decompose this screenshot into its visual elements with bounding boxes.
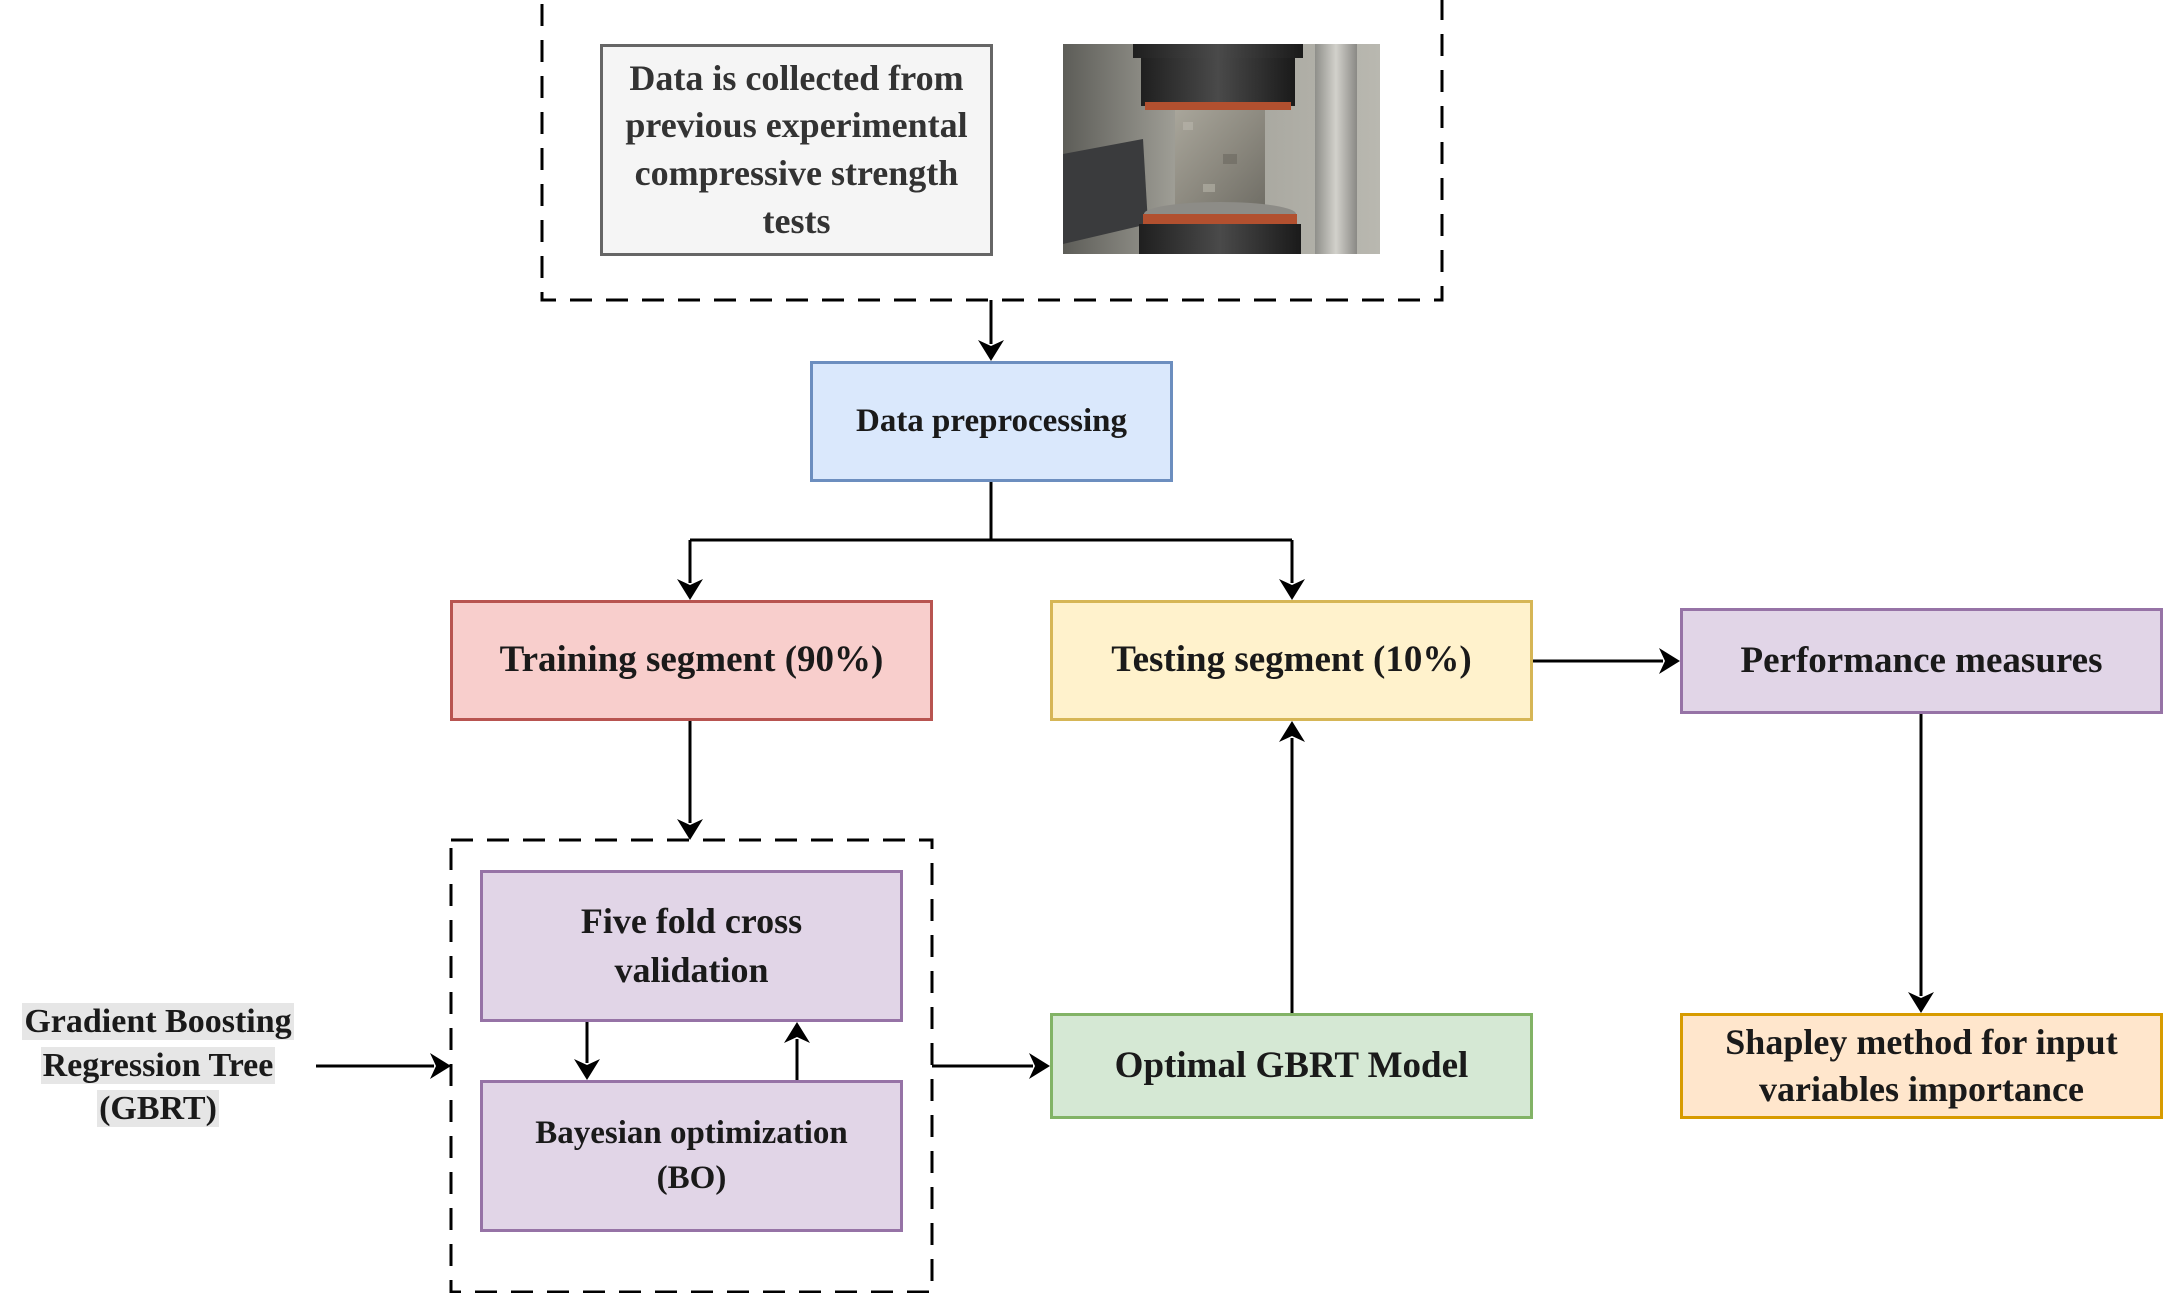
arrowhead-gbrt [430, 1053, 451, 1079]
data-collection-line-3: compressive strength [634, 153, 959, 193]
arrowhead-performance [1659, 648, 1680, 674]
performance-measures-box: Performance measures [1680, 608, 2163, 714]
bayesian-optimization-box: Bayesian optimization (BO) [480, 1080, 903, 1232]
data-collection-line-1: Data is collected from [629, 57, 964, 98]
performance-measures-label: Performance measures [1740, 639, 2103, 681]
gbrt-input-label: Gradient Boosting Regression Tree (GBRT) [0, 1000, 316, 1131]
testing-segment-box: Testing segment (10%) [1050, 600, 1533, 721]
gbrt-line-3: (GBRT) [97, 1090, 219, 1128]
gbrt-line-2: Regression Tree [40, 1046, 276, 1084]
compression-test-photo [1063, 44, 1380, 254]
optimal-gbrt-label: Optimal GBRT Model [1114, 1044, 1469, 1086]
bayesian-line-2: (BO) [656, 1160, 727, 1196]
gbrt-line-1: Gradient Boosting [22, 1003, 294, 1040]
arrowhead-testing-up [1279, 721, 1305, 742]
arrowhead-bayesian [574, 1059, 600, 1080]
testing-segment-label: Testing segment (10%) [1111, 639, 1472, 681]
optimal-gbrt-box: Optimal GBRT Model [1050, 1013, 1533, 1119]
five-fold-line-2: validation [614, 950, 769, 990]
arrowhead-fivefold [784, 1022, 810, 1043]
data-collection-line-2: previous experimental [625, 105, 968, 146]
arrowhead-tuning [677, 819, 703, 840]
data-preprocessing-label: Data preprocessing [855, 403, 1128, 440]
arrowhead-testing [1279, 579, 1305, 600]
bayesian-line-1: Bayesian optimization [535, 1115, 848, 1152]
arrowhead-shapley [1908, 992, 1934, 1013]
compression-test-illustration [1063, 44, 1380, 254]
arrowhead-training [677, 579, 703, 600]
five-fold-cv-box: Five fold cross validation [480, 870, 903, 1022]
arrow-preprocessing-split [688, 482, 1294, 583]
arrowhead-optimal [1029, 1053, 1050, 1079]
data-collection-group [540, 0, 1444, 302]
shapley-line-1: Shapley method for input [1725, 1022, 2118, 1063]
data-preprocessing-box: Data preprocessing [810, 361, 1173, 482]
data-collection-box: Data is collected from previous experime… [600, 44, 993, 256]
shapley-line-2: variables importance [1759, 1069, 2084, 1109]
data-collection-line-4: tests [762, 200, 831, 241]
five-fold-line-1: Five fold cross [580, 901, 803, 942]
training-segment-box: Training segment (90%) [450, 600, 933, 721]
training-segment-label: Training segment (90%) [499, 639, 884, 681]
shapley-method-box: Shapley method for input variables impor… [1680, 1013, 2163, 1119]
arrowhead-collection [978, 340, 1004, 361]
